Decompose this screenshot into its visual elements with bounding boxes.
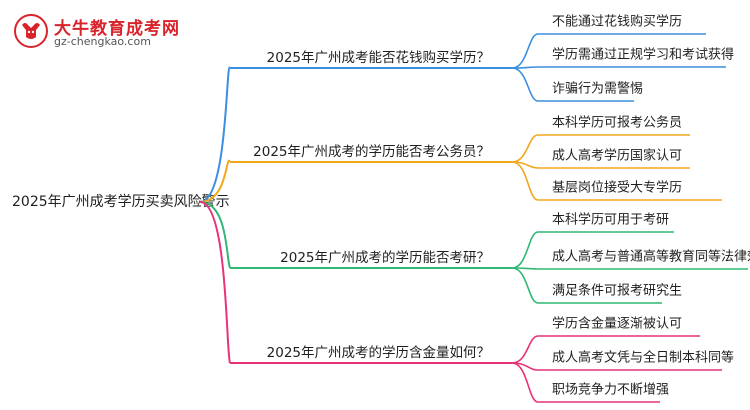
leaf-node: 学历含金量逐渐被认可 <box>552 316 682 332</box>
leaf-node: 基层岗位接受大专学历 <box>552 180 682 196</box>
branch-leaf-connector <box>511 335 539 364</box>
leaf-node: 本科学历可用于考研 <box>552 212 669 228</box>
branch-node: 2025年广州成考的学历含金量如何？ <box>267 345 490 361</box>
bull-icon <box>22 23 40 39</box>
branch-node: 2025年广州成考的学历能否考研？ <box>280 250 490 266</box>
leaf-node: 成人高考文凭与全日制本科同等 <box>552 350 734 366</box>
branch-node: 2025年广州成考能否花钱购买学历？ <box>267 50 490 66</box>
root-branch-connector <box>199 159 231 203</box>
leaf-node: 成人高考与普通高等教育同等法律效力 <box>552 249 750 265</box>
logo-url: gz-chengkao.com <box>54 35 151 48</box>
branch-leaf-connector <box>511 267 539 304</box>
branch-leaf-connector <box>511 134 539 163</box>
root-branch-connector <box>199 201 231 364</box>
site-logo[interactable]: 大牛教育成考网 gz-chengkao.com <box>8 12 180 52</box>
leaf-node: 学历需通过正规学习和考试获得 <box>552 47 734 63</box>
root-node: 2025年广州成考学历买卖风险警示 <box>12 194 230 210</box>
root-branch-connector <box>199 66 231 203</box>
leaf-node: 本科学历可报考公务员 <box>552 115 682 131</box>
branch-leaf-connector <box>511 161 539 201</box>
leaf-node: 满足条件可报考研究生 <box>552 283 682 299</box>
branch-node: 2025年广州成考的学历能否考公务员？ <box>253 144 490 160</box>
branch-leaf-connector <box>511 33 539 69</box>
leaf-node: 诈骗行为需警惕 <box>552 81 643 97</box>
leaf-node: 职场竞争力不断增强 <box>552 382 669 398</box>
branch-leaf-connector <box>511 362 539 403</box>
leaf-node: 成人高考学历国家认可 <box>552 148 682 164</box>
logo-name: 大牛教育成考网 <box>54 19 180 39</box>
branch-leaf-connector <box>511 231 539 269</box>
logo-emblem <box>14 14 48 48</box>
leaf-node: 不能通过花钱购买学历 <box>552 14 682 30</box>
root-branch-connector <box>199 201 231 269</box>
branch-leaf-connector <box>511 67 539 102</box>
